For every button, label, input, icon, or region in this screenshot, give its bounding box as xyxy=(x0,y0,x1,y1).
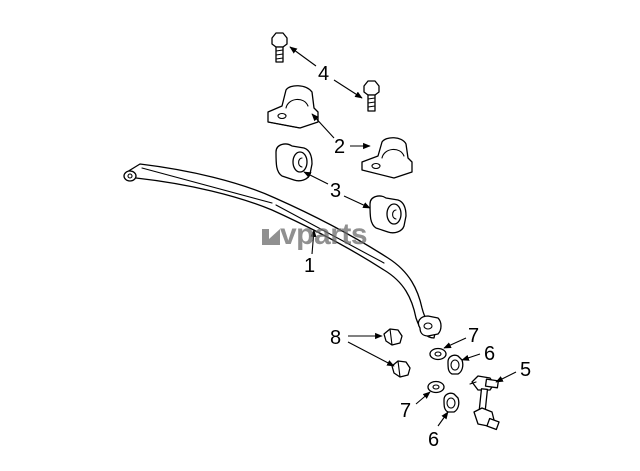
link-bushing-upper xyxy=(447,354,464,375)
callout-3: 3 xyxy=(330,180,341,202)
nut-upper xyxy=(383,328,403,346)
bracket-left xyxy=(267,85,319,129)
callout-7-upper: 7 xyxy=(468,325,479,347)
bushing-left xyxy=(275,143,313,182)
watermark-text: vparts xyxy=(280,218,367,251)
callout-1: 1 xyxy=(304,255,315,277)
callout-5: 5 xyxy=(520,359,531,381)
callout-2: 2 xyxy=(334,136,345,158)
bushing-right xyxy=(369,195,407,234)
callout-8: 8 xyxy=(330,327,341,349)
leader-lines xyxy=(289,46,517,427)
link-bushing-lower xyxy=(443,392,460,413)
callout-6-lower: 6 xyxy=(428,429,439,451)
nut-lower xyxy=(391,360,411,378)
vparts-logo-mark-icon xyxy=(262,229,280,245)
callout-6-upper: 6 xyxy=(484,343,495,365)
bolt-lower xyxy=(363,80,380,112)
vparts-watermark: vparts xyxy=(262,218,368,251)
callout-7-lower: 7 xyxy=(400,400,411,422)
callout-4: 4 xyxy=(318,63,329,85)
bracket-right xyxy=(361,137,413,179)
bolt-upper xyxy=(271,32,288,63)
stabilizer-bar xyxy=(123,163,442,339)
washer-lower xyxy=(427,380,445,394)
washer-upper xyxy=(429,347,447,361)
stabilizer-link xyxy=(469,375,500,431)
